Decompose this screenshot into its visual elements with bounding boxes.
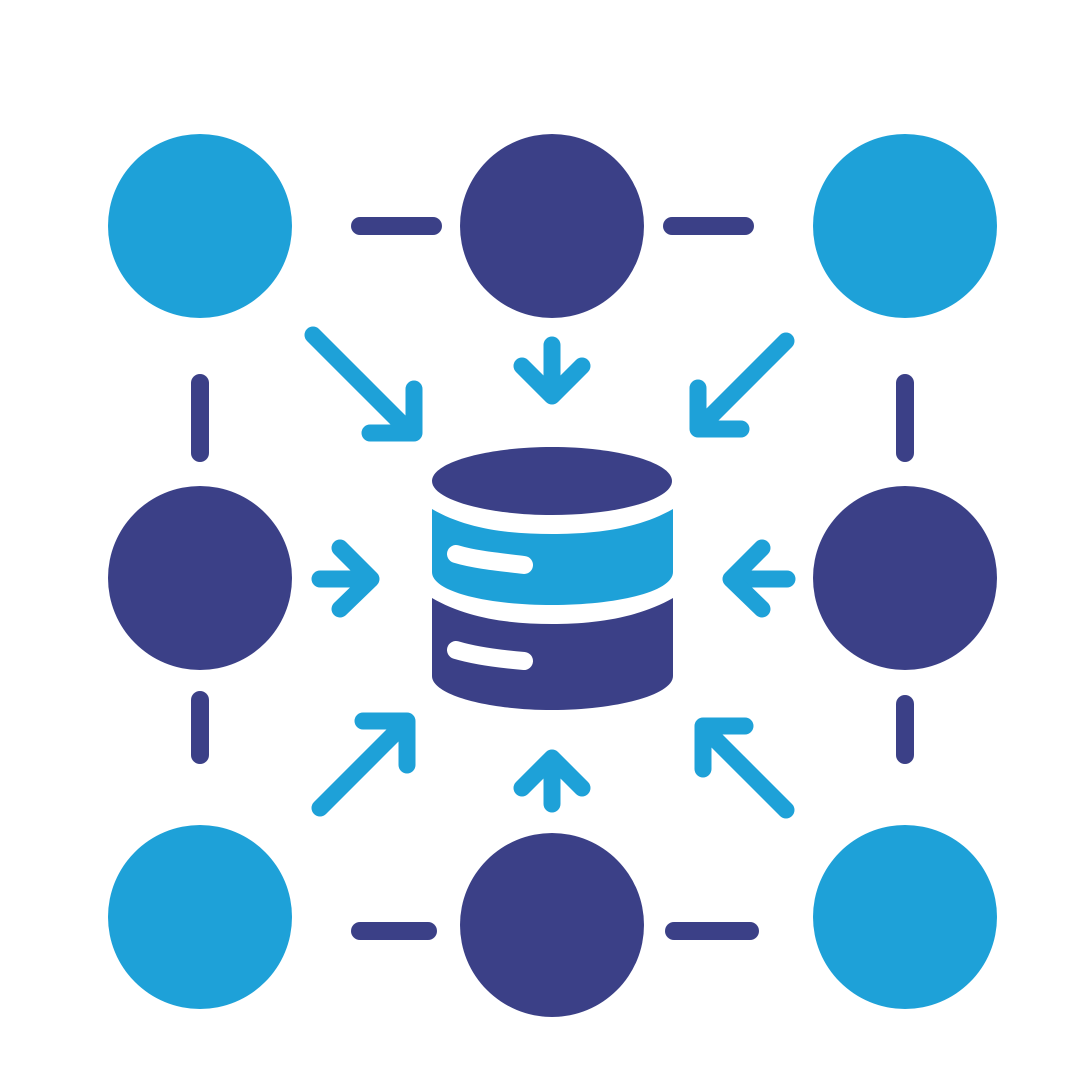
- arrow-icon-bottom-center: [513, 749, 591, 813]
- nodes: [108, 134, 997, 1017]
- arrow-icon-bottom-right: [694, 717, 795, 819]
- arrow-icon-top-center: [513, 336, 591, 405]
- node-top-right: [813, 134, 997, 318]
- node-top-left: [108, 134, 292, 318]
- arrow-icon-top-right: [689, 332, 795, 438]
- database-highlight-lower: [447, 641, 533, 670]
- node-middle-right: [813, 486, 997, 670]
- arrow-icon-top-left: [304, 326, 423, 442]
- arrow-icon-middle-right: [722, 539, 796, 618]
- node-bottom-center: [460, 833, 644, 1017]
- database-highlight-upper: [447, 545, 533, 574]
- node-middle-left: [108, 486, 292, 670]
- node-bottom-right: [813, 825, 997, 1009]
- arrows: [304, 326, 796, 819]
- database-middle-band: [432, 509, 673, 605]
- node-top-center: [460, 134, 644, 318]
- node-connectors: [191, 217, 914, 940]
- database-icon: [432, 447, 673, 710]
- database-top: [432, 447, 672, 515]
- arrow-icon-middle-left: [311, 539, 380, 618]
- database-bottom-band: [432, 598, 673, 710]
- arrow-icon-bottom-left: [311, 712, 416, 817]
- node-bottom-left: [108, 825, 292, 1009]
